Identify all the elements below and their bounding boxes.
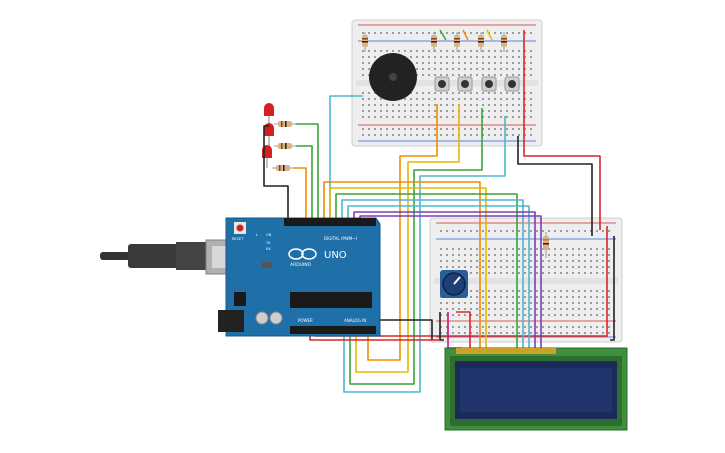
power-jack[interactable] [218, 310, 244, 332]
wire-d1-purple [359, 215, 542, 350]
led-resistor-2[interactable] [274, 143, 298, 149]
lcd-pin-header [456, 348, 556, 354]
led-1[interactable] [264, 103, 274, 126]
top-resistor-5[interactable] [501, 32, 507, 52]
digital-header[interactable] [284, 218, 376, 226]
wire-d4-cyan [341, 199, 524, 350]
wire-led3-orange [294, 167, 307, 218]
wire-button-orange [367, 104, 438, 361]
wire-d12-orange [323, 181, 481, 350]
wire-button-yellow [355, 104, 460, 373]
wire-button-cyan [343, 116, 506, 393]
lcd-16x2[interactable] [444, 347, 628, 431]
arduino-uno[interactable]: UNO ARDUINO DIGITAL (PWM~) POWER ANALOG … [218, 217, 381, 337]
wires [263, 30, 615, 393]
wire-analog-black [376, 319, 433, 340]
wire-power-black [517, 136, 593, 236]
pushbutton-4[interactable] [504, 76, 520, 92]
bottom-breadboard[interactable] [429, 217, 623, 343]
l-label: L [256, 233, 258, 237]
on-label: ON [266, 233, 272, 237]
tx-label: TX [265, 241, 271, 245]
board-brand: ARDUINO [290, 262, 312, 268]
atmega-chip [290, 292, 372, 308]
wire-d11-yellow [329, 187, 487, 350]
top-rail-jumper-yellow[interactable] [486, 29, 493, 41]
power-analog-header[interactable] [290, 326, 376, 334]
usb-cable[interactable] [100, 242, 208, 270]
analog-label: ANALOG IN [344, 318, 366, 323]
reset-label: RESET [232, 237, 244, 241]
wire-led2-green [296, 145, 313, 218]
pushbutton-3[interactable] [481, 76, 497, 92]
led-resistor-3[interactable] [272, 165, 296, 171]
led-resistor-1[interactable] [274, 121, 298, 127]
board-model: UNO [324, 250, 347, 261]
bottom-resistor[interactable] [543, 232, 549, 258]
top-resistor-3[interactable] [454, 32, 460, 52]
wire-pot-red [456, 311, 471, 350]
top-resistor-1[interactable] [362, 32, 368, 52]
potentiometer[interactable] [440, 270, 468, 298]
pushbutton-1[interactable] [434, 76, 450, 92]
wire-d2-purple [353, 211, 536, 350]
power-label: POWER [298, 318, 313, 323]
rx-label: RX [266, 247, 271, 251]
wire-bottom-black-rail [610, 236, 615, 341]
digital-label: DIGITAL (PWM~) [324, 236, 358, 241]
piezo-buzzer[interactable] [369, 53, 417, 101]
top-rail-jumper-orange[interactable] [462, 29, 469, 41]
wire-d5-green [335, 193, 518, 350]
wire-power-red [523, 30, 601, 230]
wire-led1-green [296, 123, 319, 218]
wire-led-gnd-black [263, 125, 289, 218]
pushbutton-2[interactable] [457, 76, 473, 92]
arduino-logo-icon [288, 248, 317, 260]
top-rail-jumper-green[interactable] [439, 29, 447, 41]
wire-button-green [349, 108, 483, 385]
wire-d3-cyan [347, 205, 530, 350]
top-resistor-2[interactable] [431, 32, 437, 52]
wire-buzzer-cyan [329, 95, 363, 218]
top-resistor-4[interactable] [478, 32, 484, 52]
